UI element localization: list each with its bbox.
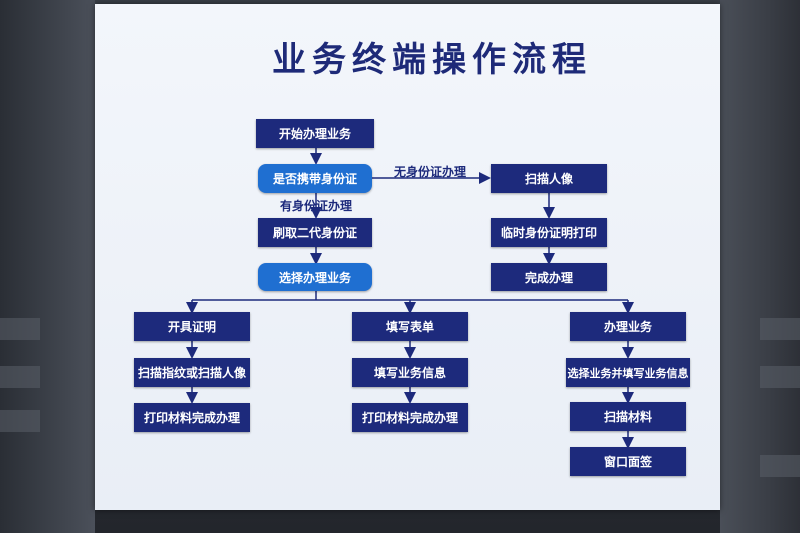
wall-left <box>0 0 95 533</box>
node-window-sign: 窗口面签 <box>570 447 686 476</box>
node-print-temp-id: 临时身份证明打印 <box>491 218 607 247</box>
side-strip <box>0 410 40 432</box>
node-has-id-question: 是否携带身份证 <box>258 164 372 193</box>
node-issue-certificate: 开具证明 <box>134 312 250 341</box>
node-done: 完成办理 <box>491 263 607 291</box>
edge-label-no-id: 无身份证办理 <box>394 165 467 179</box>
edge-label-has-id: 有身份证办理 <box>280 199 353 213</box>
page-title: 业务终端操作流程 <box>272 40 592 80</box>
side-strip <box>760 318 800 340</box>
node-fill-form: 填写表单 <box>352 312 468 341</box>
wall-right <box>720 0 800 533</box>
node-scan-materials: 扫描材料 <box>570 402 686 431</box>
node-start: 开始办理业务 <box>256 119 374 148</box>
side-strip <box>0 366 40 388</box>
node-swipe-id: 刷取二代身份证 <box>258 218 372 247</box>
node-scan-fingerprint: 扫描指纹或扫描人像 <box>134 358 250 387</box>
node-print-done-left: 打印材料完成办理 <box>134 403 250 432</box>
node-print-done-mid: 打印材料完成办理 <box>352 403 468 432</box>
side-strip <box>760 366 800 388</box>
node-scan-portrait: 扫描人像 <box>491 164 607 193</box>
node-choose-business: 选择办理业务 <box>258 263 372 291</box>
node-handle-business: 办理业务 <box>570 312 686 341</box>
side-strip <box>760 455 800 477</box>
node-select-and-fill: 选择业务并填写业务信息 <box>566 358 690 387</box>
side-strip <box>0 318 40 340</box>
node-fill-info: 填写业务信息 <box>352 358 468 387</box>
